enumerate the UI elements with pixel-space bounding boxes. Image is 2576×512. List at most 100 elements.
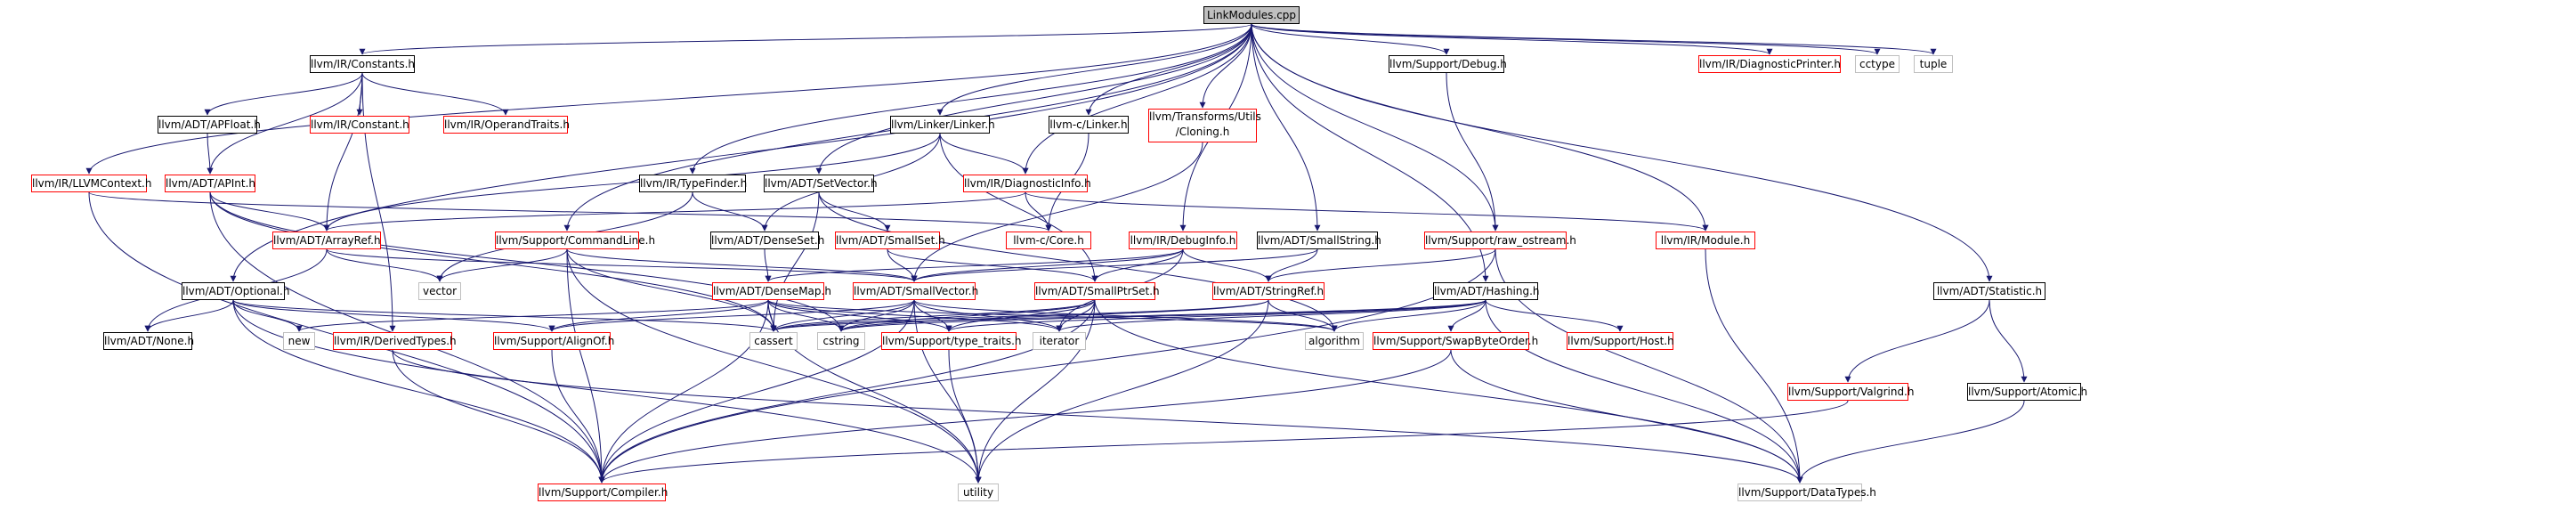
edge-smallvector-to-utility bbox=[913, 299, 982, 484]
edge-smallset-to-smallptrset bbox=[887, 248, 1098, 282]
edge-arrayref-to-smallvector bbox=[326, 248, 918, 282]
node-setvector[interactable]: llvm/ADT/SetVector.h bbox=[764, 175, 878, 192]
edge-diaginfo-to-irmodule bbox=[1025, 191, 1709, 232]
edge-optional-to-cassert bbox=[232, 299, 777, 332]
edge-denseset-to-densemap bbox=[764, 248, 772, 282]
edge-smallvector-to-iterator bbox=[913, 299, 1063, 332]
node-none[interactable]: llvm/ADT/None.h bbox=[103, 332, 194, 350]
edge-optional-to-compiler bbox=[232, 299, 605, 484]
edge-atomic-to-datatypes bbox=[1796, 400, 2025, 484]
node-cstring[interactable]: cstring bbox=[817, 332, 865, 350]
edge-apfloat-to-apint bbox=[207, 133, 214, 175]
edge-setvector-to-algorithm bbox=[818, 191, 1338, 332]
edge-constants-to-arrayref bbox=[323, 72, 363, 232]
node-datatypes[interactable]: llvm/Support/DataTypes.h bbox=[1738, 484, 1876, 501]
node-cctype[interactable]: cctype bbox=[1855, 55, 1900, 73]
edge-hashing-to-iterator bbox=[1056, 299, 1486, 332]
node-typetraits[interactable]: llvm/Support/type_traits.h bbox=[881, 332, 1022, 350]
edge-linkmodules-to-clinker bbox=[1085, 23, 1252, 116]
edge-linkmodules-to-tuple bbox=[1251, 23, 1937, 55]
edge-debuginfo-to-smallptrset bbox=[1091, 248, 1184, 282]
node-ccore[interactable]: llvm-c/Core.h bbox=[1006, 232, 1091, 249]
node-stringref[interactable]: llvm/ADT/StringRef.h bbox=[1212, 282, 1324, 300]
edge-linkmodules-to-setvector bbox=[815, 23, 1252, 175]
node-vector[interactable]: vector bbox=[418, 282, 461, 300]
node-hashing[interactable]: llvm/ADT/Hashing.h bbox=[1433, 282, 1540, 300]
edge-hashing-to-swapbyteorder bbox=[1447, 299, 1486, 332]
node-atomic[interactable]: llvm/Support/Atomic.h bbox=[1967, 383, 2087, 401]
node-irmodule[interactable]: llvm/IR/Module.h bbox=[1656, 232, 1755, 249]
edge-smallptrset-to-cstring bbox=[838, 299, 1096, 332]
edge-derivedtypes-to-compiler bbox=[392, 349, 605, 484]
node-llvmcontext[interactable]: llvm/IR/LLVMContext.h bbox=[31, 175, 151, 192]
node-irconstant[interactable]: llvm/IR/Constant.h bbox=[310, 116, 409, 134]
node-denseset[interactable]: llvm/ADT/DenseSet.h bbox=[710, 232, 824, 249]
node-algorithm[interactable]: algorithm bbox=[1305, 332, 1364, 350]
node-optional[interactable]: llvm/ADT/Optional.h bbox=[182, 282, 289, 300]
edge-linkmodules-to-linker bbox=[936, 23, 1252, 116]
edge-linkmodules-to-diaginfo bbox=[1022, 23, 1252, 175]
edges bbox=[85, 23, 2028, 484]
node-smallvector[interactable]: llvm/ADT/SmallVector.h bbox=[853, 282, 978, 300]
node-smallstring[interactable]: llvm/ADT/SmallString.h bbox=[1257, 232, 1381, 249]
edge-alignof-to-compiler bbox=[551, 349, 605, 484]
edge-commandline-to-smallvector bbox=[566, 248, 918, 282]
node-smallptrset[interactable]: llvm/ADT/SmallPtrSet.h bbox=[1034, 282, 1160, 300]
edge-optional-to-none bbox=[144, 299, 234, 332]
edge-hashing-to-host bbox=[1485, 299, 1624, 332]
node-apint[interactable]: llvm/ADT/APInt.h bbox=[165, 175, 255, 192]
node-swapbyteorder[interactable]: llvm/Support/SwapByteOrder.h bbox=[1373, 332, 1538, 350]
node-statistic[interactable]: llvm/ADT/Statistic.h bbox=[1933, 282, 2045, 300]
edge-linkmodules-to-debug bbox=[1251, 23, 1450, 55]
edge-rawostream-to-stringref bbox=[1265, 248, 1496, 282]
node-linker[interactable]: llvm/Linker/Linker.h bbox=[890, 116, 995, 134]
node-linkmodules[interactable]: LinkModules.cpp bbox=[1203, 6, 1300, 24]
edge-densemap-to-alignof bbox=[548, 299, 769, 332]
node-cloning[interactable]: llvm/Transforms/Utils /Cloning.h bbox=[1148, 109, 1261, 142]
node-debuginfo[interactable]: llvm/IR/DebugInfo.h bbox=[1129, 232, 1237, 249]
node-new[interactable]: new bbox=[283, 332, 315, 350]
node-alignof[interactable]: llvm/Support/AlignOf.h bbox=[493, 332, 614, 350]
node-derivedtypes[interactable]: llvm/IR/DerivedTypes.h bbox=[333, 332, 457, 350]
edge-diaginfo-to-arrayref bbox=[323, 191, 1026, 232]
node-operandtraits[interactable]: llvm/IR/OperandTraits.h bbox=[443, 116, 570, 134]
node-apfloat[interactable]: llvm/ADT/APFloat.h bbox=[158, 116, 261, 134]
node-tuple[interactable]: tuple bbox=[1914, 55, 1953, 73]
edge-swapbyteorder-to-compiler bbox=[598, 349, 1452, 484]
edge-smallptrset-to-utility bbox=[975, 299, 1096, 484]
edge-irmodule-to-datatypes bbox=[1705, 248, 1803, 484]
edge-hashing-to-typetraits bbox=[945, 299, 1486, 332]
edge-densemap-to-iterator bbox=[767, 299, 1063, 332]
node-host[interactable]: llvm/Support/Host.h bbox=[1567, 332, 1674, 350]
node-cassert[interactable]: cassert bbox=[749, 332, 798, 350]
edge-densemap-to-typetraits bbox=[767, 299, 952, 332]
node-constants[interactable]: llvm/IR/Constants.h bbox=[310, 55, 415, 73]
edge-derivedtypes-to-datatypes bbox=[392, 349, 1803, 484]
edge-densemap-to-new bbox=[296, 299, 769, 332]
node-valgrind[interactable]: llvm/Support/Valgrind.h bbox=[1787, 383, 1914, 401]
edge-linkmodules-to-diagprinter bbox=[1251, 23, 1773, 55]
node-iterator[interactable]: iterator bbox=[1033, 332, 1086, 350]
node-typefinder[interactable]: llvm/IR/TypeFinder.h bbox=[639, 175, 747, 192]
node-clinker[interactable]: llvm-c/Linker.h bbox=[1049, 116, 1129, 134]
node-utility[interactable]: utility bbox=[958, 484, 999, 501]
node-diagprinter[interactable]: llvm/IR/DiagnosticPrinter.h bbox=[1698, 55, 1841, 73]
edge-optional-to-utility bbox=[232, 299, 982, 484]
edge-linkmodules-to-statistic bbox=[1251, 23, 1993, 282]
edge-typetraits-to-utility bbox=[948, 349, 982, 484]
node-smallset[interactable]: llvm/ADT/SmallSet.h bbox=[835, 232, 945, 249]
node-diaginfo[interactable]: llvm/IR/DiagnosticInfo.h bbox=[963, 175, 1091, 192]
node-compiler[interactable]: llvm/Support/Compiler.h bbox=[538, 484, 668, 501]
node-arrayref[interactable]: llvm/ADT/ArrayRef.h bbox=[272, 232, 381, 249]
edge-commandline-to-vector bbox=[436, 248, 568, 282]
node-rawostream[interactable]: llvm/Support/raw_ostream.h bbox=[1424, 232, 1576, 249]
node-densemap[interactable]: llvm/ADT/DenseMap.h bbox=[712, 282, 831, 300]
edge-optional-to-alignof bbox=[232, 299, 555, 332]
node-commandline[interactable]: llvm/Support/CommandLine.h bbox=[495, 232, 655, 249]
edge-llvmcontext-to-ccore bbox=[88, 191, 1052, 232]
edge-linker-to-diaginfo bbox=[939, 133, 1029, 175]
edge-valgrind-to-compiler bbox=[598, 400, 1849, 484]
node-debug[interactable]: llvm/Support/Debug.h bbox=[1389, 55, 1507, 73]
